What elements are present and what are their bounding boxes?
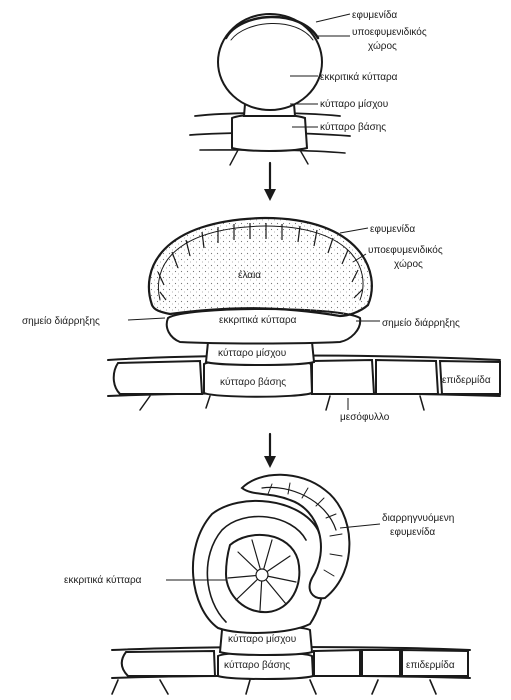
stage-2-label-secretory-cells: εκκριτικά κύτταρα — [219, 314, 297, 326]
stage-3-label-stalk-cell: κύτταρο μίσχου — [228, 633, 296, 645]
stage-1-label-stalk-cell: κύτταρο μίσχου — [320, 98, 388, 110]
stage-3-label-secretory-cells: εκκριτικά κύτταρα — [64, 574, 142, 586]
stage-1-label-subcuticular-space-line-2: χώρος — [368, 40, 397, 52]
stage-1-label-secretory-cells: εκκριτικά κύτταρα — [320, 71, 398, 83]
stage-2-label-rupture-point-right: σημείο διάρρηξης — [382, 317, 460, 329]
stage-2-label-mesophyll: μεσόφυλλο — [340, 411, 390, 423]
stage-2-label-subcuticular-space-line-2: χώρος — [394, 258, 423, 270]
down-arrow-1 — [264, 163, 276, 201]
stage-1-intact-gland: εφυμενίδα υποεφυμενιδικός χώρος εκκριτικ… — [190, 9, 427, 165]
stage-2-label-rupture-point-left: σημείο διάρρηξης — [22, 315, 100, 327]
stage-2-label-stalk-cell: κύτταρο μίσχου — [218, 347, 286, 359]
stage-1-label-subcuticular-space-line-1: υποεφυμενιδικός — [352, 26, 427, 38]
stage-3-label-epidermis: επιδερμίδα — [406, 659, 455, 671]
stage-2-label-epidermis: επιδερμίδα — [442, 374, 491, 386]
stage-3-label-rupturing-cuticle-line-1: διαρρηγνυόμενη — [382, 512, 454, 524]
stage-2-cuticle-dome — [149, 218, 372, 316]
stage-2-label-oil: έλαια — [238, 269, 261, 281]
stage-3-secretory-cells — [226, 535, 299, 612]
stage-3-ruptured-gland: κύτταρο μίσχου κύτταρο βάσης επιδερμίδα … — [64, 475, 470, 694]
stage-2-oil-filled-gland: έλαια εκκριτικά κύτταρα κύτταρο μίσχου κ… — [22, 218, 500, 423]
down-arrow-2 — [264, 434, 276, 468]
stage-2-label-subcuticular-space-line-1: υποεφυμενιδικός — [368, 244, 443, 256]
stage-1-label-cuticle: εφυμενίδα — [352, 9, 397, 21]
stage-3-label-rupturing-cuticle-line-2: εφυμενίδα — [390, 526, 435, 538]
stage-2-label-base-cell: κύτταρο βάσης — [220, 376, 286, 388]
stage-2-label-cuticle: εφυμενίδα — [370, 223, 415, 235]
stage-3-label-base-cell: κύτταρο βάσης — [224, 659, 290, 671]
stage-1-base-cell — [232, 114, 307, 151]
stage-1-label-base-cell: κύτταρο βάσης — [320, 121, 386, 133]
